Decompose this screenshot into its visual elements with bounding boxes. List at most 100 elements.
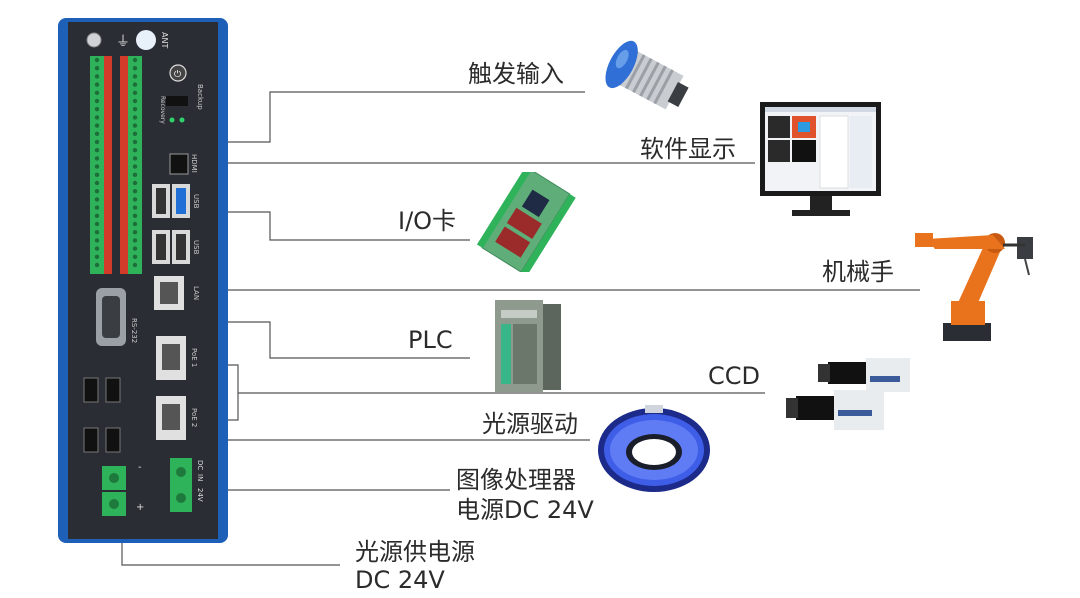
terminal-pin (94, 123, 100, 128)
terminal-pin (94, 66, 100, 71)
power-icon: ⏻ (174, 69, 181, 80)
poe1-label: PoE 1 (190, 348, 198, 367)
ant-label: ANT (160, 32, 169, 48)
software-display-label: 软件显示 (640, 135, 736, 163)
terminal-pin (132, 189, 138, 194)
in-label: IN (196, 474, 204, 481)
terminal-pin (94, 197, 100, 202)
io-card-label: I/O卡 (398, 207, 457, 235)
terminal-pin (94, 148, 100, 153)
terminal-pin (94, 90, 100, 96)
terminal-pin (94, 205, 100, 210)
power-button-icon[interactable] (169, 64, 187, 82)
terminal-pin (94, 164, 100, 169)
io-connector[interactable] (83, 377, 99, 403)
processor-power-label-line1: 图像处理器 (456, 466, 576, 494)
terminal-pin (94, 238, 100, 243)
terminal-pin (132, 230, 138, 235)
terminal-pin (94, 254, 100, 259)
io-connector[interactable] (105, 377, 121, 403)
terminal-pin (132, 66, 138, 71)
recovery-label: Recovery (159, 96, 166, 124)
terminal-pin (94, 115, 100, 120)
light-driver-connector[interactable] (83, 427, 99, 453)
dc-in-terminal[interactable] (170, 458, 192, 512)
terminal-block-left (90, 56, 112, 274)
terminal-pin (132, 221, 138, 227)
terminal-pin (132, 172, 138, 177)
terminal-pin (132, 107, 138, 112)
usb-bottom-label: USB (192, 240, 200, 255)
terminal-pin (132, 115, 138, 120)
usb-top-label: USB (192, 194, 200, 209)
terminal-pins (94, 57, 138, 268)
terminal-pin (132, 123, 138, 128)
io-card-image (476, 172, 576, 272)
minus-label: - (138, 462, 142, 473)
terminal-pin (132, 74, 138, 79)
hdmi-label: HDMI (190, 154, 198, 173)
terminal-pin (132, 98, 138, 104)
terminal-pin (94, 172, 100, 177)
trigger-input-label: 触发输入 (468, 60, 564, 88)
monitor-image (760, 102, 881, 216)
plc-label: PLC (408, 326, 453, 354)
ground-icon: ⏚ (116, 34, 130, 50)
terminal-pin (94, 221, 100, 227)
hdmi-port[interactable] (169, 153, 189, 175)
light-driver-connector[interactable] (105, 427, 121, 453)
terminal-pin (94, 82, 100, 87)
terminal-pin (132, 148, 138, 153)
terminal-pin (132, 82, 138, 87)
terminal-pin (94, 189, 100, 194)
terminal-pin (94, 57, 100, 63)
terminal-pin (94, 131, 100, 136)
robot-arm-label: 机械手 (822, 258, 894, 286)
plc-image (495, 300, 561, 392)
terminal-pin (94, 107, 100, 112)
terminal-pin (94, 262, 100, 268)
terminal-pin (132, 139, 138, 145)
terminal-pin (94, 213, 100, 218)
terminal-pin (132, 90, 138, 96)
processor-power-label-line2: 电源DC 24V (456, 496, 594, 524)
terminal-pin (94, 74, 100, 79)
ground-screw-icon (86, 32, 102, 48)
terminal-pin (132, 180, 138, 186)
terminal-pin (132, 213, 138, 218)
terminal-pin (132, 262, 138, 268)
poe2-label: PoE 2 (190, 408, 198, 427)
terminal-pin (94, 139, 100, 145)
lan-label: LAN (192, 286, 200, 300)
terminal-pin (132, 57, 138, 63)
terminal-pin (94, 230, 100, 235)
terminal-pin (94, 156, 100, 161)
plus-label: + (136, 502, 144, 513)
light-driver-label: 光源驱动 (482, 410, 578, 438)
ring-light-image (598, 405, 710, 492)
terminal-pin (94, 180, 100, 186)
terminal-pin (132, 156, 138, 161)
rs232-label: RS-232 (130, 318, 138, 343)
terminal-pin (132, 197, 138, 202)
dc-label: DC (196, 460, 204, 470)
ccd-camera (786, 390, 884, 430)
24v-label: 24V (196, 488, 204, 502)
terminal-pin (132, 246, 138, 251)
backup-label: Backup (196, 84, 204, 110)
terminal-pin (132, 131, 138, 136)
ccd-camera (818, 358, 910, 392)
terminal-pin (132, 164, 138, 169)
terminal-pin (132, 238, 138, 243)
status-led (169, 117, 175, 123)
robot-arm-image (915, 233, 1033, 341)
terminal-pin (94, 246, 100, 251)
vision-controller-device: ⏚ ANT ⏻ Backup Recovery HDMI USB USB LAN… (58, 18, 228, 543)
terminal-block-right (120, 56, 142, 274)
recovery-switch[interactable] (166, 96, 188, 106)
terminal-pin (132, 205, 138, 210)
ccd-label: CCD (708, 362, 760, 390)
status-led (179, 117, 185, 123)
light-power-label-line2: DC 24V (355, 566, 445, 594)
light-power-label-line1: 光源供电源 (355, 538, 475, 566)
